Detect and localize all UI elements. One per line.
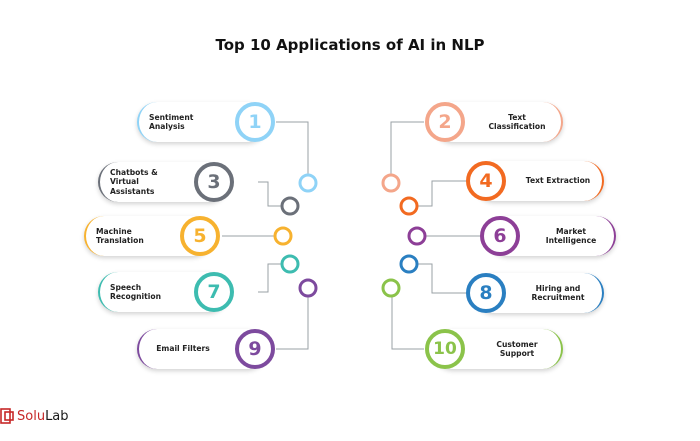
item-6-number: 6 xyxy=(480,216,520,256)
solulab-logo-text: SoluLab xyxy=(17,408,69,424)
solulab-logo-icon xyxy=(0,408,14,424)
item-2-number: 2 xyxy=(425,102,465,142)
item-8-number: 8 xyxy=(466,273,506,313)
connector-7 xyxy=(258,263,282,293)
item-10-label: Customer Support xyxy=(496,339,538,358)
page-title: Top 10 Applications of AI in NLP xyxy=(215,36,485,54)
connector-4 xyxy=(418,180,466,207)
item-4-label: Text Extraction xyxy=(525,176,591,186)
item-3-label: Chatbots & Virtual Assistants xyxy=(110,167,158,196)
item-1-number: 1 xyxy=(235,102,275,142)
item-3-number: 3 xyxy=(194,162,234,202)
connector-1 xyxy=(276,121,309,178)
item-4-number: 4 xyxy=(466,161,506,201)
item-7-number: 7 xyxy=(194,272,234,312)
connector-2 xyxy=(390,121,424,178)
connector-8 xyxy=(418,263,466,294)
solulab-logo: SoluLab xyxy=(0,408,69,424)
connector-9 xyxy=(276,296,309,350)
node-4 xyxy=(399,196,419,216)
node-6 xyxy=(407,226,427,246)
item-5-label: Machine Translation xyxy=(96,226,144,245)
node-7 xyxy=(280,254,300,274)
item-5-number: 5 xyxy=(180,216,220,256)
node-9 xyxy=(298,278,318,298)
node-2 xyxy=(381,173,401,193)
node-10 xyxy=(381,278,401,298)
node-1 xyxy=(298,173,318,193)
item-8-label: Hiring and Recruitment xyxy=(531,283,585,302)
node-3 xyxy=(280,196,300,216)
item-2-label: Text Classification xyxy=(488,112,546,131)
item-9-label: Email Filters xyxy=(156,344,210,354)
connector-3 xyxy=(258,181,282,207)
node-8 xyxy=(399,254,419,274)
connector-10 xyxy=(391,296,424,350)
item-6-label: Market Intelligence xyxy=(545,226,597,245)
item-7-label: Speech Recognition xyxy=(110,282,162,301)
node-5 xyxy=(273,226,293,246)
item-10-number: 10 xyxy=(425,329,465,369)
item-1-label: Sentiment Analysis xyxy=(149,112,194,131)
item-9-number: 9 xyxy=(235,329,275,369)
